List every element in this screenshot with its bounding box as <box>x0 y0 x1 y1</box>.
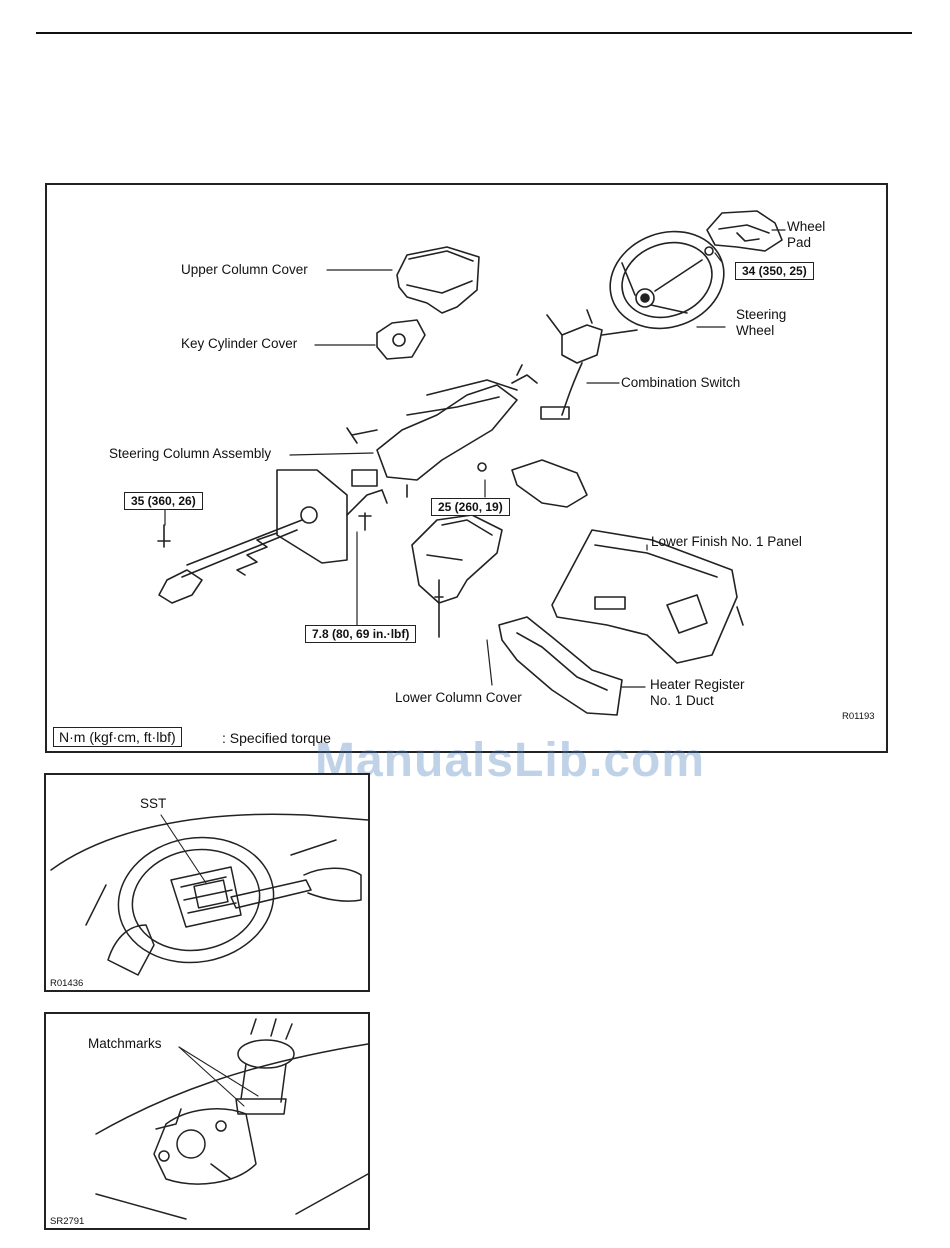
steering-wheel-label: Steering Wheel <box>736 307 787 338</box>
upper-column-cover-label: Upper Column Cover <box>181 262 308 277</box>
torque-small-bolt: 7.8 (80, 69 in.·lbf) <box>305 625 417 643</box>
torque-wheel-nut: 34 (350, 25) <box>735 262 814 280</box>
steering-column-assembly-label: Steering Column Assembly <box>109 446 272 461</box>
sst-figure-code: R01436 <box>50 978 84 989</box>
sst-drawing <box>50 813 369 976</box>
torque-unit-legend: N·m (kgf·cm, ft·lbf) <box>53 727 182 747</box>
exploded-drawing <box>157 210 786 716</box>
lower-finish-panel-label: Lower Finish No. 1 Panel <box>651 534 802 549</box>
matchmarks-figure-code: SR2791 <box>50 1216 85 1227</box>
lower-column-cover-label: Lower Column Cover <box>395 690 522 705</box>
lower-column-cover-drawing <box>411 514 503 604</box>
intermediate-shaft-drawing <box>158 469 388 604</box>
key-cylinder-cover-drawing <box>376 319 426 360</box>
wheel-pad-label: Wheel Pad <box>787 219 826 250</box>
torque-column-bolt: 25 (260, 19) <box>431 498 510 516</box>
torque-legend-text: : Specified torque <box>222 730 331 746</box>
figure-code: R01193 <box>842 711 875 722</box>
wheel-pad-drawing <box>706 210 783 252</box>
sst-label: SST <box>140 796 167 811</box>
exploded-diagram: Wheel Pad 34 (350, 25) Upper Column Cove… <box>45 183 888 787</box>
matchmarks-label: Matchmarks <box>88 1036 162 1051</box>
top-rule <box>36 32 912 34</box>
steering-column-drawing <box>346 364 538 498</box>
torque-yoke-bolt: 35 (360, 26) <box>124 492 203 510</box>
upper-column-cover-drawing <box>396 246 480 314</box>
leader-lines <box>164 229 786 688</box>
heater-register-duct-label: Heater Register No. 1 Duct <box>650 677 745 708</box>
wheel-nut-drawing <box>704 246 714 256</box>
combination-switch-label: Combination Switch <box>621 375 741 390</box>
bracket-drawing <box>511 459 588 508</box>
heater-duct-drawing <box>498 616 623 716</box>
bolt-drawings <box>157 512 744 638</box>
steering-wheel-drawing <box>609 230 725 330</box>
matchmarks-drawing <box>95 1018 369 1220</box>
key-cylinder-cover-label: Key Cylinder Cover <box>181 336 298 351</box>
lower-finish-panel-drawing <box>551 529 738 664</box>
sst-illustration: SST R01436 <box>44 773 370 992</box>
matchmarks-illustration: Matchmarks SR2791 <box>44 1012 370 1230</box>
combination-switch-drawing <box>540 309 638 420</box>
